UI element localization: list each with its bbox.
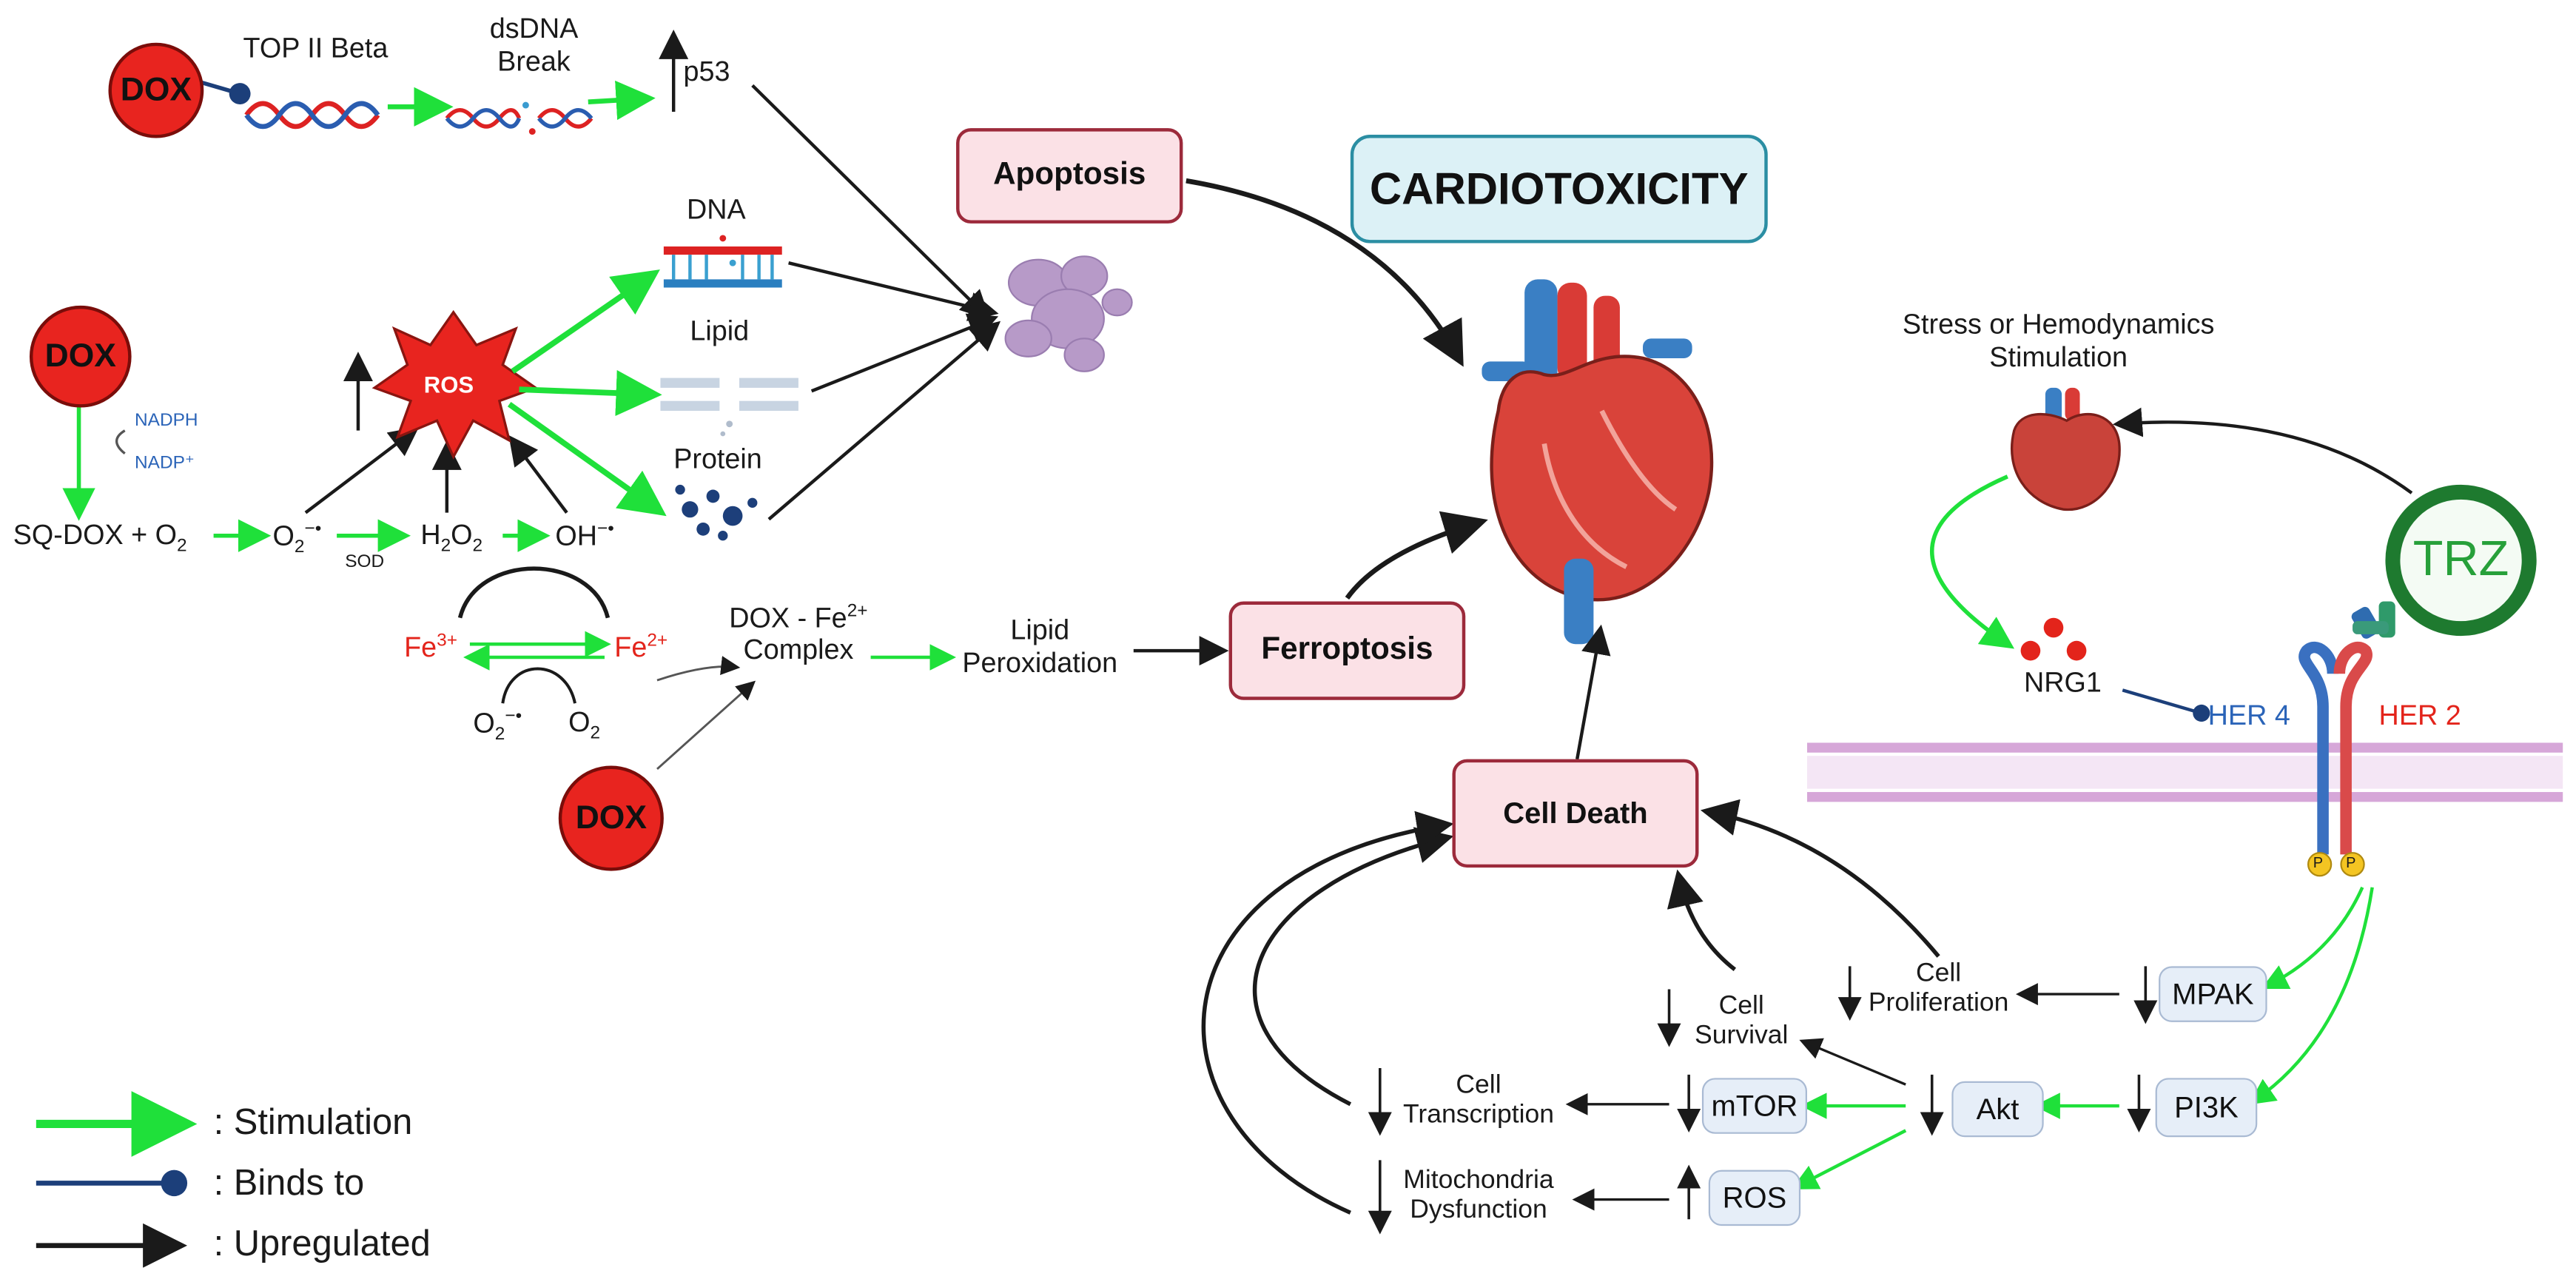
dna-ladder-icon <box>663 235 782 288</box>
protein-fragments-icon <box>675 484 758 541</box>
upregulated-arrow <box>1700 799 1940 958</box>
heart-icon <box>1482 279 1714 645</box>
legend-binds-dot <box>161 1169 188 1197</box>
lipid-peroxidation-label: Lipid Peroxidation <box>962 614 1118 678</box>
nadph-cycle-icon <box>115 429 126 455</box>
dna-label: DNA <box>686 193 746 226</box>
o2-radical-label: O2−• <box>473 706 522 745</box>
ros-node: ROS <box>1708 1169 1801 1226</box>
akt-node: Akt <box>1951 1081 2044 1138</box>
o2-cycle-arc <box>501 667 576 704</box>
protein-label: Protein <box>673 443 762 475</box>
upregulated-arrow <box>1252 827 1454 1107</box>
sq-dox-label: SQ-DOX + O2 <box>13 519 187 557</box>
upregulated-arrow <box>304 426 420 514</box>
dox-bubble-bottom: DOX <box>558 765 664 871</box>
phospho-label-1: P <box>2313 854 2324 871</box>
regulation-markers <box>1368 966 2158 1235</box>
pi3k-node: PI3K <box>2155 1078 2258 1138</box>
upregulated-arrow <box>788 261 999 321</box>
upregulated-arrow <box>1667 869 1737 971</box>
binds-arrow <box>200 80 251 104</box>
stimulation-arrow <box>519 369 662 417</box>
lipid-membrane-icon <box>660 377 798 437</box>
top2-beta-label: TOP II Beta <box>243 33 389 64</box>
fe2-label: Fe2+ <box>614 631 668 664</box>
nadp-label: NADP⁺ <box>135 453 195 474</box>
ros-label: ROS <box>423 371 474 398</box>
stimulation-arrow <box>2261 886 2364 989</box>
sod-label: SOD <box>345 551 385 572</box>
phospho-label-2: P <box>2346 854 2356 871</box>
p53-label: p53 <box>683 56 730 87</box>
upregulated-arrow <box>767 320 1001 521</box>
mpak-node: MPAK <box>2159 966 2267 1022</box>
nadph-label: NADPH <box>135 411 198 431</box>
dox-bubble-left: DOX <box>29 305 132 408</box>
o2-label: O2 <box>568 706 601 744</box>
her2-label: HER 2 <box>2378 699 2461 731</box>
cell-transcription-label: Cell Transcription <box>1402 1071 1554 1130</box>
mitochondria-dysfunction-label: Mitochondria Dysfunction <box>1403 1167 1554 1225</box>
upregulated-arrow <box>1799 1038 1906 1086</box>
fe3-label: Fe3+ <box>404 631 458 664</box>
broken-dna-icon <box>445 101 593 135</box>
upregulated-arrow <box>1575 624 1611 760</box>
ferroptosis-box: Ferroptosis <box>1228 601 1466 700</box>
stimulation-arrow <box>507 401 667 517</box>
small-heart-icon <box>2010 387 2121 511</box>
stimulation-arrow <box>588 80 656 121</box>
stimulation-arrow <box>511 269 660 374</box>
legend-upregulated-label: : Upregulated <box>213 1222 431 1264</box>
upregulated-arrow <box>2112 407 2413 494</box>
h2o2-label: H2O2 <box>420 519 483 557</box>
fe-cycle-arc <box>457 566 611 619</box>
superoxide-label: O2−• <box>272 519 322 557</box>
upregulated-arrow <box>508 434 568 514</box>
cell-death-box: Cell Death <box>1452 759 1699 868</box>
nrg1-ligand-icon <box>2020 617 2087 661</box>
upregulated-arrow <box>1345 511 1488 600</box>
cell-membrane-icon <box>1807 742 2563 802</box>
nrg1-label: NRG1 <box>2024 667 2102 699</box>
her4-label: HER 4 <box>2207 699 2290 731</box>
cell-survival-label: Cell Survival <box>1695 992 1789 1051</box>
upregulated-arrow <box>656 656 741 682</box>
upregulated-arrow <box>1186 178 1464 367</box>
stimulation-arrow <box>1929 474 2015 649</box>
upregulated-arrow <box>810 313 999 393</box>
her-receptors-icon <box>2298 601 2395 877</box>
stimulation-arrow <box>1791 1129 1907 1189</box>
dsdna-break-label: dsDNA Break <box>489 13 579 77</box>
ros-burst-icon <box>371 309 539 460</box>
mtor-node: mTOR <box>1701 1078 1807 1134</box>
dox-bubble-top: DOX <box>108 42 204 138</box>
hydroxyl-label: OH−• <box>555 519 614 552</box>
dox-fe-complex-label: DOX - Fe2+Complex <box>729 601 868 666</box>
legend-binds-label: : Binds to <box>213 1161 365 1204</box>
upregulated-arrow <box>656 680 756 771</box>
stress-stimulation-label: Stress or Hemodynamics Stimulation <box>1902 309 2215 372</box>
apoptosis-box: Apoptosis <box>956 128 1183 224</box>
dna-helix-icon <box>244 101 380 130</box>
upregulated-arrow <box>1201 811 1454 1215</box>
apoptotic-cell-icon <box>1004 255 1133 372</box>
legend-stimulation-label: : Stimulation <box>213 1101 413 1142</box>
binds-arrow <box>2122 688 2210 722</box>
upregulated-arrow <box>751 84 991 320</box>
cardiotoxicity-title: CARDIOTOXICITY <box>1350 135 1768 244</box>
stimulation-arrow <box>2248 887 2374 1105</box>
lipid-label: Lipid <box>690 315 750 347</box>
cell-proliferation-label: Cell Proliferation <box>1868 959 2009 1018</box>
trz-bubble: TRZ <box>2385 484 2537 637</box>
